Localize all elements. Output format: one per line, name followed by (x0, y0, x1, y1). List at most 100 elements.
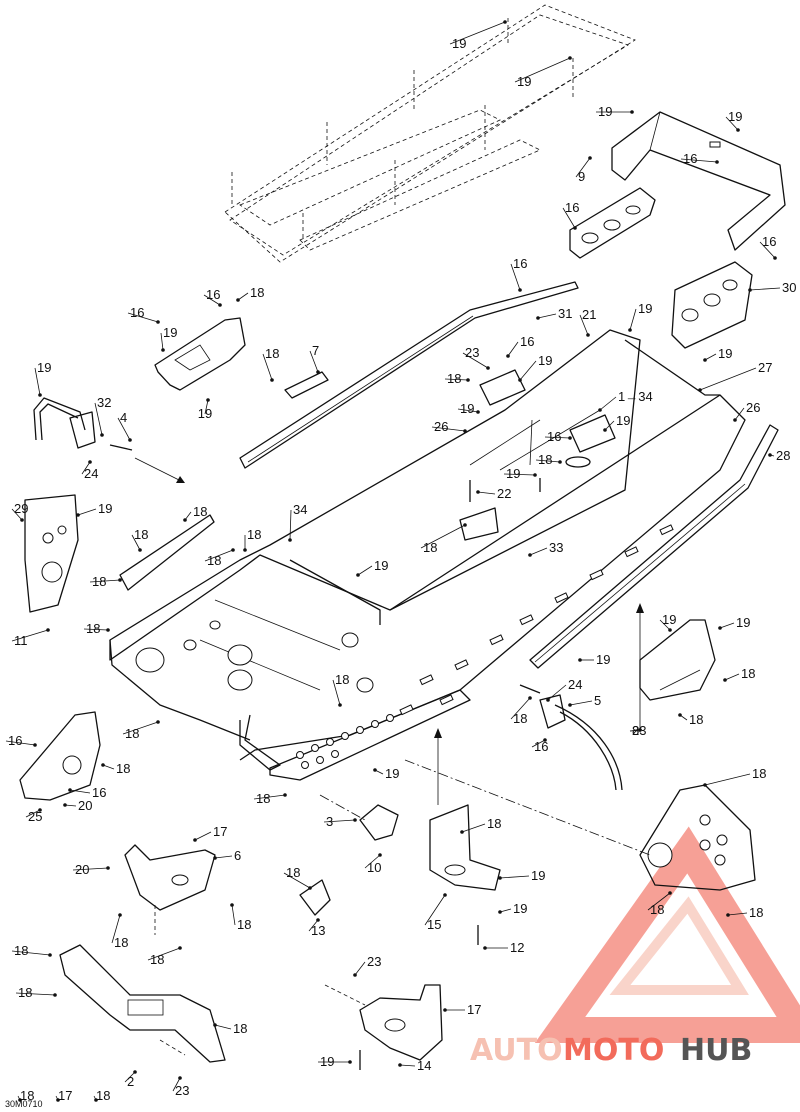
callout-number: 19 (728, 109, 742, 124)
callout-number: 18 (247, 527, 261, 542)
callout-number: 20 (78, 798, 92, 813)
callout-number: 16 (520, 334, 534, 349)
watermark-auto: AUTO (470, 1033, 563, 1068)
fastener-dot (316, 918, 320, 922)
callout-leader (457, 408, 479, 413)
fastener-dot (106, 628, 110, 632)
fastener-dot (183, 518, 187, 522)
callout-leader (124, 1071, 136, 1083)
callout-number: 18 (650, 902, 664, 917)
fastener-dot (193, 838, 197, 842)
callout-number: 18 (335, 672, 349, 687)
callout-number: 5 (594, 693, 601, 708)
callout-100: 23 (172, 1076, 189, 1098)
callout-30: 19 (457, 401, 480, 416)
callout-number: 16 (565, 200, 579, 215)
direction-arrows (134, 419, 644, 805)
fastener-dot (378, 853, 382, 857)
callout-34: 16 (544, 429, 572, 444)
callout-number: 16 (683, 151, 697, 166)
callout-leader (499, 908, 512, 913)
part-tray-outline (224, 4, 636, 263)
watermark-moto: MOTO (563, 1033, 664, 1068)
callout-6: 9 (575, 156, 592, 184)
callout-number: 30 (782, 280, 796, 295)
callout-number: 18 (256, 791, 270, 806)
callout-48: 18 (89, 574, 122, 589)
fastener-dot (101, 763, 105, 767)
callout-leader (759, 241, 776, 259)
fastener-dot (283, 793, 287, 797)
callout-81: 13 (308, 918, 325, 938)
callout-38: 28 (768, 448, 790, 463)
fastener-dot (715, 160, 719, 164)
callout-leader (699, 367, 757, 391)
callout-number: 19 (596, 652, 610, 667)
fastener-dot (288, 538, 292, 542)
callout-78: 10 (364, 853, 382, 875)
callout-3: 19 (596, 104, 634, 119)
callout-90: 18 (147, 946, 182, 967)
callout-number: 18 (18, 985, 32, 1000)
fastener-dot (178, 1076, 182, 1080)
callout-leader (332, 679, 341, 706)
part-5-rod (539, 694, 623, 791)
callout-28: 18 (444, 371, 470, 386)
callout-79: 18 (283, 865, 312, 890)
fastener-dot (628, 328, 632, 332)
callout-97: 19 (318, 1054, 352, 1069)
callout-4: 19 (725, 109, 742, 132)
fastener-dot (443, 893, 447, 897)
callout-number: 17 (467, 1002, 481, 1017)
fastener-dot (373, 768, 377, 772)
part-28-plate (565, 456, 591, 468)
fastener-dot (528, 553, 532, 557)
callout-number: 24 (568, 677, 582, 692)
fastener-dot (18, 1098, 22, 1102)
fastener-dot (100, 433, 104, 437)
callout-number: 19 (37, 360, 51, 375)
fastener-dot (630, 110, 634, 114)
callout-50: 34 (288, 502, 307, 542)
callout-number: 16 (8, 733, 22, 748)
fastener-dot (506, 354, 510, 358)
callout-leader (253, 794, 286, 800)
fastener-dot (773, 256, 777, 260)
fastener-dot (668, 628, 672, 632)
callout-leader (725, 116, 739, 131)
callout-leader (749, 287, 781, 291)
part-13-bracket (299, 879, 331, 916)
fastener-dot (270, 378, 274, 382)
callout-number: 18 (689, 712, 703, 727)
callout-number: 19 (452, 36, 466, 51)
fastener-dot (668, 891, 672, 895)
callout-leader (204, 549, 234, 562)
callout-leader (477, 491, 496, 495)
callout-20: 18 (262, 346, 279, 382)
callout-number: 19 (385, 766, 399, 781)
callout-18: 19 (160, 325, 177, 352)
callout-67: 19 (373, 766, 399, 781)
callout-leader (544, 436, 571, 439)
callout-number: 19 (374, 558, 388, 573)
callout-leader (719, 622, 735, 629)
callout-leader (734, 407, 745, 421)
callout-leader (399, 1064, 416, 1067)
callout-number: 19 (517, 74, 531, 89)
callout-number: 16 (130, 305, 144, 320)
callout-number: 4 (120, 410, 127, 425)
callout-leader (131, 534, 141, 551)
fastener-dot (213, 1023, 217, 1027)
fastener-dot (503, 20, 507, 24)
callout-leader (519, 360, 537, 381)
callout-12: 21 (579, 307, 596, 337)
fastener-dot (353, 973, 357, 977)
callout-leader (11, 629, 49, 642)
callout-10: 16 (510, 256, 527, 292)
callout-number: 18 (487, 816, 501, 831)
callout-number: 12 (510, 940, 524, 955)
part-9-cover (611, 111, 786, 251)
fastener-dot (476, 410, 480, 414)
callout-number: 28 (776, 448, 790, 463)
